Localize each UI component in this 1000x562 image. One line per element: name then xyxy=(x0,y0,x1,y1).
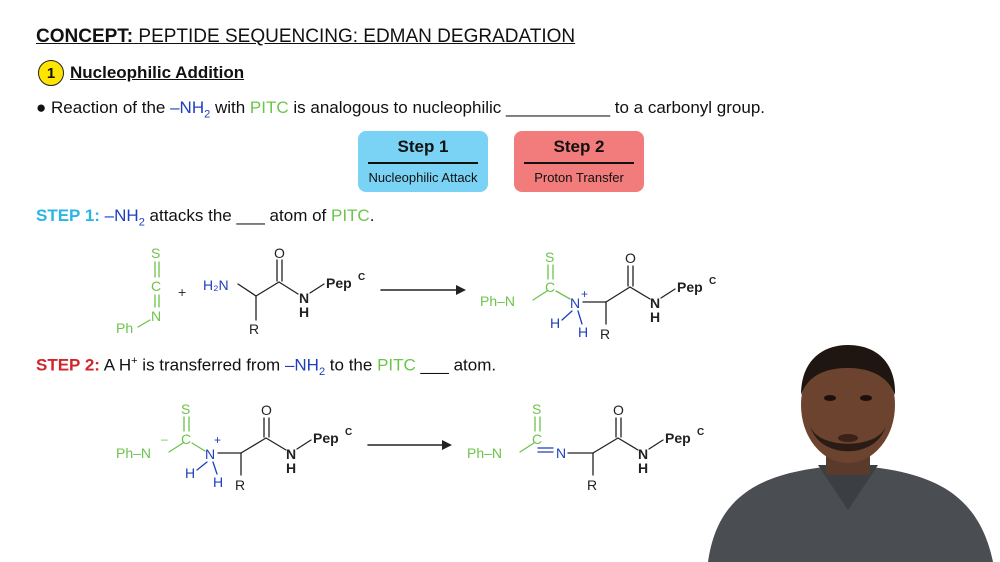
svg-text:N: N xyxy=(556,445,566,461)
section-heading: 1 Nucleophilic Addition xyxy=(38,60,244,86)
svg-text:+: + xyxy=(214,433,221,447)
step2-reactant: Ph–N – C S N + H H R O N H Pep xyxy=(116,401,352,493)
bullet-icon: ● xyxy=(36,98,47,117)
bullet-line: ● Reaction of the –NH2 with PITC is anal… xyxy=(36,98,766,121)
svg-text:R: R xyxy=(235,477,245,493)
pitc-reactant: S C N Ph xyxy=(116,245,161,336)
concept-title: CONCEPT: PEPTIDE SEQUENCING: EDMAN DEGRA… xyxy=(36,26,575,48)
svg-text:Pep: Pep xyxy=(326,275,352,291)
svg-text:Pep: Pep xyxy=(665,430,691,446)
svg-text:H: H xyxy=(638,460,648,476)
svg-text:C: C xyxy=(697,427,704,438)
section-number-badge: 1 xyxy=(38,60,64,86)
svg-text:N: N xyxy=(286,446,296,462)
svg-text:+: + xyxy=(581,287,588,301)
svg-text:H₂N: H₂N xyxy=(203,277,229,293)
step2-box-title: Step 2 xyxy=(524,137,634,164)
step2-product: Ph–N C S N R O N H Pep C xyxy=(467,401,704,493)
svg-text:O: O xyxy=(625,250,636,266)
svg-text:C: C xyxy=(181,431,191,447)
svg-text:S: S xyxy=(181,401,190,417)
svg-text:H: H xyxy=(650,309,660,325)
svg-text:Pep: Pep xyxy=(677,279,703,295)
svg-text:N: N xyxy=(570,295,580,311)
svg-text:H: H xyxy=(299,304,309,320)
step1-product: Ph–N C S N + H H R O N H Pep C xyxy=(480,249,716,342)
svg-text:N: N xyxy=(205,446,215,462)
svg-text:C: C xyxy=(358,272,365,283)
svg-text:H: H xyxy=(213,474,223,490)
svg-text:N: N xyxy=(299,290,309,306)
svg-text:O: O xyxy=(261,402,272,418)
step2-box-subtitle: Proton Transfer xyxy=(534,170,624,185)
instructor-video xyxy=(708,345,993,562)
svg-text:C: C xyxy=(345,427,352,438)
svg-text:S: S xyxy=(532,401,541,417)
svg-text:C: C xyxy=(545,279,555,295)
svg-text:Pep: Pep xyxy=(313,430,339,446)
svg-text:O: O xyxy=(613,402,624,418)
svg-text:Ph–N: Ph–N xyxy=(467,445,502,461)
svg-text:C: C xyxy=(532,431,542,447)
step1-line: STEP 1: –NH2 attacks the ___ atom of PIT… xyxy=(36,206,375,229)
svg-text:S: S xyxy=(151,245,160,261)
svg-text:H: H xyxy=(286,460,296,476)
plus-sign: + xyxy=(178,284,186,300)
svg-text:R: R xyxy=(600,326,610,342)
svg-text:N: N xyxy=(650,295,660,311)
svg-text:Ph–N: Ph–N xyxy=(480,293,515,309)
section-title: Nucleophilic Addition xyxy=(70,63,245,82)
svg-text:Ph: Ph xyxy=(116,320,133,336)
svg-text:H: H xyxy=(185,465,195,481)
svg-text:H: H xyxy=(578,324,588,340)
svg-text:Ph–N: Ph–N xyxy=(116,445,151,461)
svg-text:N: N xyxy=(638,446,648,462)
svg-text:R: R xyxy=(249,321,259,337)
step2-box: Step 2 Proton Transfer xyxy=(514,131,644,192)
svg-text:C: C xyxy=(151,278,161,294)
svg-text:H: H xyxy=(550,315,560,331)
svg-text:R: R xyxy=(587,477,597,493)
step1-box: Step 1 Nucleophilic Attack xyxy=(358,131,488,192)
svg-text:S: S xyxy=(545,249,554,265)
svg-text:N: N xyxy=(151,308,161,324)
svg-text:–: – xyxy=(161,432,168,446)
peptide-reactant: H₂N R O N H Pep C xyxy=(203,245,365,337)
svg-text:O: O xyxy=(274,245,285,261)
concept-title-text: PEPTIDE SEQUENCING: EDMAN DEGRADATION xyxy=(138,26,576,47)
svg-text:C: C xyxy=(709,276,716,287)
concept-prefix: CONCEPT: xyxy=(36,26,134,47)
step1-box-subtitle: Nucleophilic Attack xyxy=(368,170,478,185)
step1-box-title: Step 1 xyxy=(368,137,478,164)
step2-line: STEP 2: A H+ is transferred from –NH2 to… xyxy=(36,355,497,379)
